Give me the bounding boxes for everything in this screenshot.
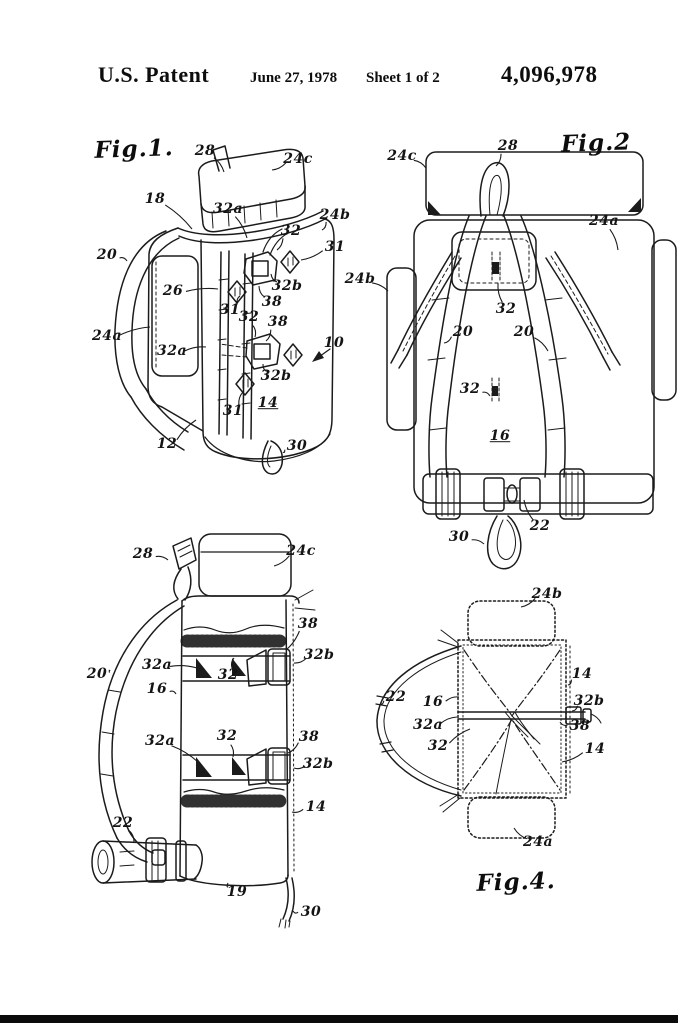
patent-header-title: U.S. Patent [98,62,210,87]
ref-numeral-32: 32 [495,301,517,318]
ref-numeral-22: 22 [529,518,551,535]
patent-header-sheet: Sheet 1 of 2 [366,70,440,86]
figure-caption-fig2: Fig.2 [560,128,632,158]
scan-edge-bar [0,1015,678,1023]
ref-numeral-18: 18 [144,191,166,208]
ref-numeral-24c: 24c [283,151,313,168]
ref-numeral-24b: 24b [531,586,563,603]
ref-numeral-32a: 32a [141,657,173,674]
ref-numeral-24a: 24a [91,328,123,345]
ref-numeral-16: 16 [146,681,168,698]
ref-numeral-30: 30 [300,904,322,921]
figure-1-drawing [114,145,335,475]
ref-numeral-20: 20 [452,324,474,341]
figure-4-drawing [375,600,602,839]
ref-numeral-32a: 32a [144,733,176,750]
ref-numeral-32b: 32b [260,368,292,385]
ref-numeral-24b: 24b [344,271,376,288]
ref-numeral-32: 32 [216,728,238,745]
ref-numeral-38: 38 [298,729,320,746]
ref-numeral-14: 14 [305,799,327,816]
ref-numeral-32b: 32b [303,647,335,664]
ref-numeral-28: 28 [194,143,216,160]
ref-numeral-32a: 32a [156,343,188,360]
ref-numeral-28: 28 [497,138,519,155]
patent-header-number: 4,096,978 [501,62,598,87]
ref-numeral-24a: 24a [522,834,554,851]
ref-numeral-28: 28 [132,546,154,563]
figure-2-drawing [386,151,677,570]
ref-numeral-16: 16 [489,428,511,445]
ref-numeral-22: 22 [112,815,134,832]
ref-numeral-22: 22 [385,689,407,706]
ref-numeral-30: 30 [286,438,308,455]
figure-3-drawing [91,533,316,929]
ref-numeral-20: 20 [513,324,535,341]
ref-numeral-32a: 32a [212,201,244,218]
patent-header-date: June 27, 1978 [250,70,338,86]
ref-numeral-14: 14 [571,666,593,683]
ref-numeral-10: 10 [323,335,345,352]
ref-numeral-24a: 24a [588,213,620,230]
ref-numeral-26: 26 [162,283,184,300]
ref-numeral-32: 32 [280,223,302,240]
ref-numeral-31: 31 [222,403,244,420]
ref-numeral-32: 32 [217,667,239,684]
ref-numeral-24c: 24c [286,543,316,560]
ref-numeral-14: 14 [584,741,606,758]
ref-numeral-12: 12 [156,436,178,453]
ref-numeral-32: 32 [427,738,449,755]
ref-numeral-32b: 32b [271,278,303,295]
ref-numeral-19: 19 [226,884,248,901]
ref-numeral-32: 32 [459,381,481,398]
ref-numeral-31: 31 [219,302,241,319]
ref-numeral-14: 14 [257,395,279,412]
figure-caption-fig4: Fig.4. [475,867,557,897]
ref-numeral-24c: 24c [387,148,417,165]
ref-numeral-32b: 32b [302,756,334,773]
ref-numeral-24b: 24b [319,207,351,224]
ref-numeral-20: 20 [96,247,118,264]
ref-numeral-16: 16 [422,694,444,711]
ref-numeral-32b: 32b [573,693,605,710]
ref-numeral-38: 38 [297,616,319,633]
ref-numeral-31: 31 [324,239,346,256]
ref-numeral-20: 20 [86,666,108,683]
ref-numeral-38: 38 [267,314,289,331]
figure-caption-fig1: Fig.1. [93,134,175,164]
ref-numeral-38: 38 [569,718,591,735]
ref-numeral-32: 32 [238,309,260,326]
ref-numeral-38: 38 [261,294,283,311]
ref-numeral-32a: 32a [412,717,444,734]
ref-numeral-30: 30 [448,529,470,546]
